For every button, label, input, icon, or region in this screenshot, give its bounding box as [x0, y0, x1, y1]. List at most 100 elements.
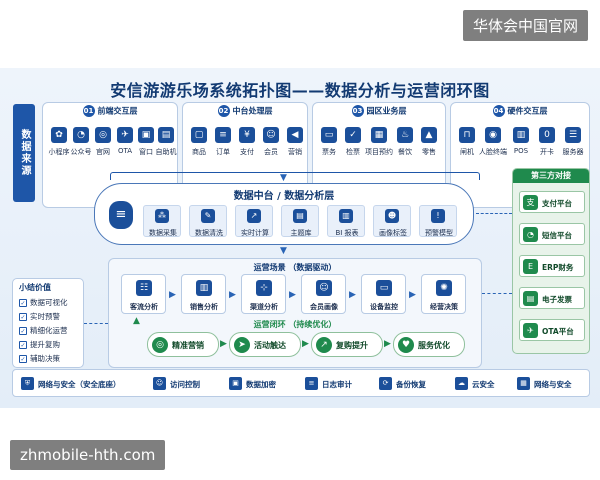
connector-dashed	[84, 323, 108, 324]
third-party-item: 支支付平台	[519, 191, 585, 213]
summary-item: ✓提升复购	[19, 340, 60, 349]
layer-item: 项目预约	[365, 148, 393, 156]
heart-hand-icon: ♥	[398, 337, 414, 353]
dc-item-label: 数据清洗	[195, 229, 223, 237]
lightbulb-icon: ✺	[436, 280, 452, 296]
layer-item: 自助机	[155, 148, 177, 156]
summary-panel: 小结价值 ✓数据可视化 ✓实时预警 ✓精细化运营 ✓提升复购 ✓辅助决策	[12, 278, 84, 368]
layer-item: 支付	[240, 148, 254, 156]
trend-icon: ↗	[247, 209, 261, 223]
loop-item: ♥服务优化	[393, 332, 465, 357]
ops-item: ▭ 设备监控	[361, 274, 406, 314]
dc-item-label: 主题库	[290, 229, 312, 237]
layer-item: OTA	[117, 147, 133, 155]
gate-icon: ⊓	[459, 127, 475, 143]
face-terminal-icon: ◉	[485, 127, 501, 143]
layer-item: 小程序	[48, 148, 70, 156]
dc-item-label: 数据采集	[149, 229, 177, 237]
ops-item: ▥销售分析	[181, 274, 226, 314]
member-icon: ☺	[263, 127, 279, 143]
data-center-title: 数据中台 / 数据分析层	[233, 191, 335, 202]
payment-icon: 支	[523, 195, 538, 210]
dc-item: ☻画像标签	[373, 205, 411, 237]
dc-item: ✎ 数据清洗	[189, 205, 227, 237]
dc-item-label: 画像标签	[379, 229, 407, 237]
right-arrow-icon: ▶	[289, 290, 296, 300]
firewall-icon: ▦	[517, 377, 530, 390]
right-arrow-icon: ▶	[169, 290, 176, 300]
payment-icon: ¥	[239, 127, 255, 143]
dc-item-label: 预警模型	[425, 229, 453, 237]
wechat-icon: ◔	[73, 127, 89, 143]
ops-item: ☷客流分析	[121, 274, 166, 314]
ops-item: ☺会员画像	[301, 274, 346, 314]
third-party-item: ▤电子发票	[519, 287, 585, 309]
lock-icon: ▣	[229, 377, 242, 390]
connector-dashed	[482, 293, 512, 294]
layer-item: 窗口	[139, 148, 153, 156]
loop-item-label: 活动触达	[254, 341, 286, 350]
dc-item-label: 实时计算	[241, 229, 269, 237]
layer-item: 服务器	[562, 148, 584, 156]
goods-icon: ▢	[191, 127, 207, 143]
server-icon: ☰	[565, 127, 581, 143]
layer-item: 开卡	[540, 148, 554, 156]
check-icon: ✓	[19, 299, 27, 307]
access-icon: ☺	[153, 377, 166, 390]
loop-item-label: 复购提升	[336, 341, 368, 350]
third-party-item: ✈OTA平台	[519, 319, 585, 341]
check-icon: ✓	[19, 327, 27, 335]
ops-item-label: 渠道分析	[250, 303, 278, 311]
layer-item: POS	[513, 147, 529, 155]
dc-item: ↗ 实时计算	[235, 205, 273, 237]
dc-item: ⁂数据采集	[143, 205, 181, 237]
growth-icon: ↗	[316, 337, 332, 353]
layer-title: 园区业务层	[366, 106, 407, 116]
layer-item: 餐饮	[398, 148, 412, 156]
layer-number: 04	[492, 105, 505, 117]
broom-icon: ✎	[201, 209, 215, 223]
window-icon: ▣	[138, 127, 154, 143]
right-arrow-icon: ▶	[220, 339, 227, 349]
layer-item: 闸机	[460, 148, 474, 156]
right-arrow-icon: ▶	[229, 290, 236, 300]
check-icon: ✓	[345, 127, 361, 143]
dc-item: ▥BI 报表	[327, 205, 365, 237]
dc-item: ! 预警模型	[419, 205, 457, 237]
erp-icon: E	[523, 259, 538, 274]
summary-title: 小结价值	[19, 283, 51, 292]
layer-title: 中台处理层	[232, 106, 273, 116]
loop-title: 运营闭环 （持续优化）	[253, 320, 337, 329]
ota-icon: ✈	[523, 323, 538, 338]
ops-item-label: 经营决策	[430, 303, 458, 311]
ops-item-label: 销售分析	[190, 303, 218, 311]
loop-item-label: 精准营销	[172, 341, 204, 350]
cloud-icon: ☁	[455, 377, 468, 390]
monitor-icon: ▭	[376, 280, 392, 296]
right-arrow-icon: ▶	[302, 339, 309, 349]
log-icon: ≡	[305, 377, 318, 390]
security-bar: ⛨网络与安全（安全底座） ☺访问控制 ▣数据加密 ≡日志审计 ⟳备份恢复 ☁云安…	[12, 369, 590, 397]
up-arrow-icon: ▲	[133, 316, 140, 326]
dc-item: ▤主题库	[281, 205, 319, 237]
ops-panel: 运营场景 （数据驱动） ☷客流分析 ▥销售分析 ⊹渠道分析 ☺会员画像 ▭设备监…	[108, 258, 482, 368]
layer-number: 01	[82, 105, 95, 117]
connector-dashed	[476, 213, 512, 214]
ops-item-label: 设备监控	[370, 303, 398, 311]
bar-chart-icon: ▥	[339, 209, 353, 223]
target-icon: ◎	[152, 337, 168, 353]
warning-icon: !	[431, 209, 445, 223]
layer-item: 检票	[346, 148, 360, 156]
layer-item: 人脸终端	[479, 148, 507, 156]
layer-item: 商品	[192, 148, 206, 156]
ops-item-label: 客流分析	[130, 303, 158, 311]
marketing-icon: ◀	[287, 127, 303, 143]
layer-number: 02	[217, 105, 230, 117]
diagram-title: 安信游游乐场系统拓扑图——数据分析与运营闭环图	[110, 81, 490, 100]
summary-item: ✓精细化运营	[19, 326, 68, 335]
summary-item: ✓实时预警	[19, 312, 60, 321]
layer-item: 票务	[322, 148, 336, 156]
